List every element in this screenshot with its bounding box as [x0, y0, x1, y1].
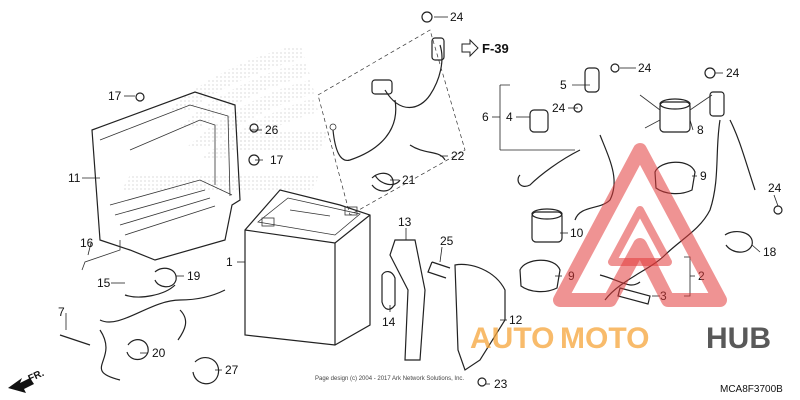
starter-relay-8[interactable] [639, 94, 713, 133]
bracket-12[interactable] [454, 263, 506, 371]
callout-24d: 24 [726, 66, 740, 80]
callout-24a: 24 [450, 10, 464, 24]
grommet-14[interactable] [381, 271, 396, 310]
callout-23: 23 [494, 377, 508, 391]
reference-label: F-39 [482, 41, 509, 56]
callout-18: 18 [763, 245, 777, 259]
front-direction-arrow: FR. [8, 368, 46, 393]
clamp-20[interactable] [126, 339, 149, 361]
callout-6: 6 [482, 110, 489, 124]
diagram-code: MCA8F3700B [720, 384, 783, 395]
callout-27: 27 [225, 363, 239, 377]
callout-9a: 9 [700, 169, 707, 183]
watermark-moto: MOTO [560, 322, 649, 355]
clamp-21[interactable] [371, 172, 394, 192]
callout-16: 16 [80, 236, 94, 250]
watermark-hub: HUB [706, 322, 771, 355]
callout-26: 26 [265, 123, 279, 137]
bolt-25[interactable] [427, 261, 451, 279]
callout-25: 25 [440, 234, 454, 248]
bracket-13[interactable] [389, 239, 426, 361]
clamp-27[interactable] [192, 357, 220, 385]
callout-1: 1 [226, 255, 233, 269]
callout-24c: 24 [552, 101, 566, 115]
starter-relay-10[interactable] [531, 208, 563, 243]
callout-24b: 24 [638, 61, 652, 75]
automotohub-watermark: AUTO MOTO HUB [470, 143, 771, 355]
callout-22: 22 [451, 149, 465, 163]
direction-label: FR. [27, 368, 46, 385]
callout-11: 11 [68, 171, 81, 185]
battery-cable-box [317, 29, 466, 216]
callout-14: 14 [382, 315, 396, 329]
watermark-auto: AUTO [470, 322, 554, 355]
callout-12: 12 [509, 313, 523, 327]
callout-20: 20 [152, 346, 166, 360]
clamp-19[interactable] [154, 267, 177, 288]
copyright-text: Page design (c) 2004 - 2017 Ark Network … [315, 376, 464, 382]
callout-17b: 17 [270, 153, 284, 167]
battery-case[interactable] [81, 91, 241, 271]
callout-15: 15 [97, 276, 111, 290]
callout-13: 13 [398, 215, 412, 229]
leader-lines [65, 16, 779, 385]
callout-24e: 24 [768, 181, 782, 195]
callout-7: 7 [58, 305, 65, 319]
battery[interactable] [244, 189, 371, 346]
callout-4: 4 [506, 110, 513, 124]
wing-logo-watermark [122, 45, 330, 190]
callout-21: 21 [402, 173, 416, 187]
callout-10: 10 [570, 226, 584, 240]
bolt-23[interactable] [477, 377, 487, 387]
callout-19: 19 [187, 269, 201, 283]
callout-labels: 1 2 3 4 5 6 7 8 9 9 10 11 12 13 14 15 16… [58, 10, 782, 391]
callout-8: 8 [697, 123, 704, 137]
clamp-18[interactable] [724, 231, 753, 253]
callout-5: 5 [560, 78, 567, 92]
callout-17a: 17 [108, 89, 122, 103]
reference-f39[interactable]: F-39 [461, 38, 509, 58]
relay-cover-9b[interactable] [519, 259, 561, 293]
